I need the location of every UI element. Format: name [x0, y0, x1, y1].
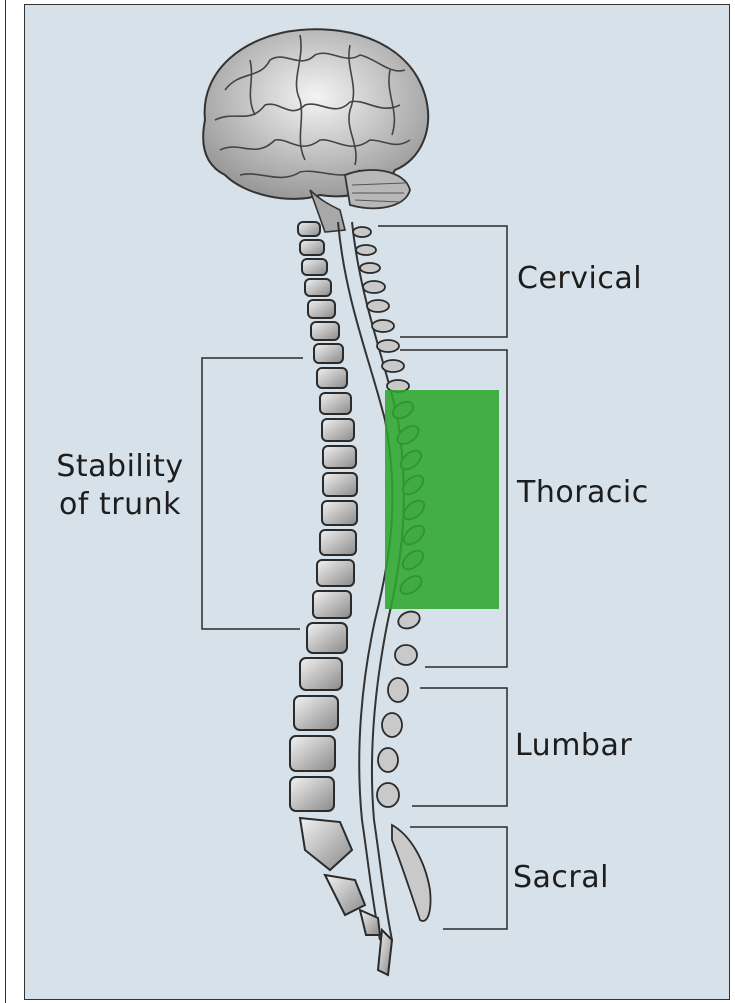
cervical-label: Cervical [517, 260, 642, 298]
vertebral-bodies [290, 222, 392, 975]
cervical-bracket [378, 226, 507, 337]
sacral-label: Sacral [513, 859, 609, 897]
thoracic-label: Thoracic [517, 474, 649, 512]
brain [203, 29, 428, 232]
stability-label-line1: Stability [40, 448, 200, 486]
stability-label: Stability of trunk [40, 448, 200, 524]
lumbar-bracket [412, 688, 507, 806]
stability-label-line2: of trunk [40, 486, 200, 524]
lumbar-label: Lumbar [515, 727, 632, 765]
thoracic-highlight [385, 390, 499, 609]
stability-bracket [202, 358, 303, 629]
